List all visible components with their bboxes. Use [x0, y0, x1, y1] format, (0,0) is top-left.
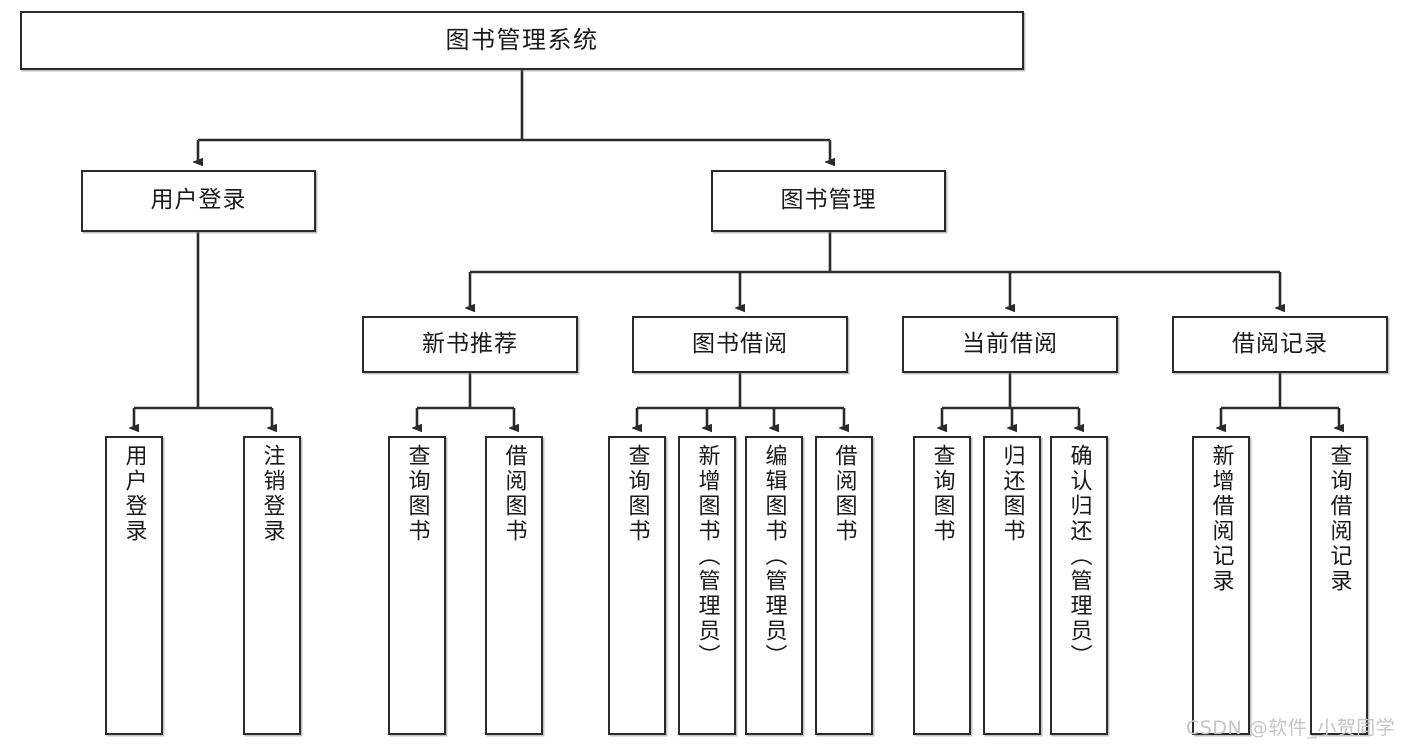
node-leaf-confirm-return-admin[interactable]: 确认归还（管理员） — [1050, 436, 1108, 735]
watermark-text: CSDN @软件_小贺同学 — [1186, 717, 1396, 739]
node-leaf-query-books-bb[interactable]: 查询图书 — [608, 436, 666, 735]
node-label: 用户登录 — [121, 444, 147, 544]
node-label: 注销登录 — [259, 444, 285, 544]
node-current-borrowing[interactable]: 当前借阅 — [902, 316, 1118, 373]
node-leaf-borrow-books-nbr[interactable]: 借阅图书 — [485, 436, 543, 735]
node-leaf-add-book-admin[interactable]: 新增图书（管理员） — [678, 436, 736, 735]
node-root-book-management-system[interactable]: 图书管理系统 — [20, 11, 1024, 70]
node-book-borrowing[interactable]: 图书借阅 — [632, 316, 848, 373]
node-new-book-recommendation[interactable]: 新书推荐 — [362, 316, 578, 373]
node-borrowing-record[interactable]: 借阅记录 — [1172, 316, 1388, 373]
node-user-login[interactable]: 用户登录 — [81, 170, 316, 232]
node-label: 当前借阅 — [962, 330, 1058, 357]
node-leaf-query-books-cb[interactable]: 查询图书 — [913, 436, 971, 735]
node-book-management[interactable]: 图书管理 — [711, 170, 946, 232]
node-label: 新书推荐 — [422, 330, 518, 357]
node-label: 编辑图书（管理员） — [761, 444, 787, 669]
node-leaf-logout[interactable]: 注销登录 — [243, 436, 301, 735]
node-leaf-return-books[interactable]: 归还图书 — [983, 436, 1041, 735]
node-label: 图书管理 — [780, 187, 877, 214]
node-label: 查询图书 — [624, 444, 650, 544]
node-label: 图书管理系统 — [445, 26, 599, 55]
node-label: 借阅记录 — [1232, 330, 1328, 357]
node-label: 借阅图书 — [501, 444, 527, 544]
node-label: 确认归还（管理员） — [1066, 444, 1092, 669]
node-label: 新增图书（管理员） — [694, 444, 720, 669]
node-label: 查询图书 — [929, 444, 955, 544]
node-label: 查询借阅记录 — [1326, 444, 1352, 594]
node-label: 查询图书 — [404, 444, 430, 544]
node-label: 用户登录 — [150, 187, 247, 214]
node-label: 归还图书 — [999, 444, 1025, 544]
node-leaf-edit-book-admin[interactable]: 编辑图书（管理员） — [745, 436, 803, 735]
node-leaf-add-borrow-record[interactable]: 新增借阅记录 — [1192, 436, 1250, 735]
node-label: 新增借阅记录 — [1208, 444, 1234, 594]
node-leaf-query-books-nbr[interactable]: 查询图书 — [388, 436, 446, 735]
node-leaf-borrow-books-bb[interactable]: 借阅图书 — [815, 436, 873, 735]
node-label: 借阅图书 — [831, 444, 857, 544]
node-leaf-user-login[interactable]: 用户登录 — [105, 436, 163, 735]
node-leaf-query-borrow-record[interactable]: 查询借阅记录 — [1310, 436, 1368, 735]
node-label: 图书借阅 — [692, 330, 788, 357]
